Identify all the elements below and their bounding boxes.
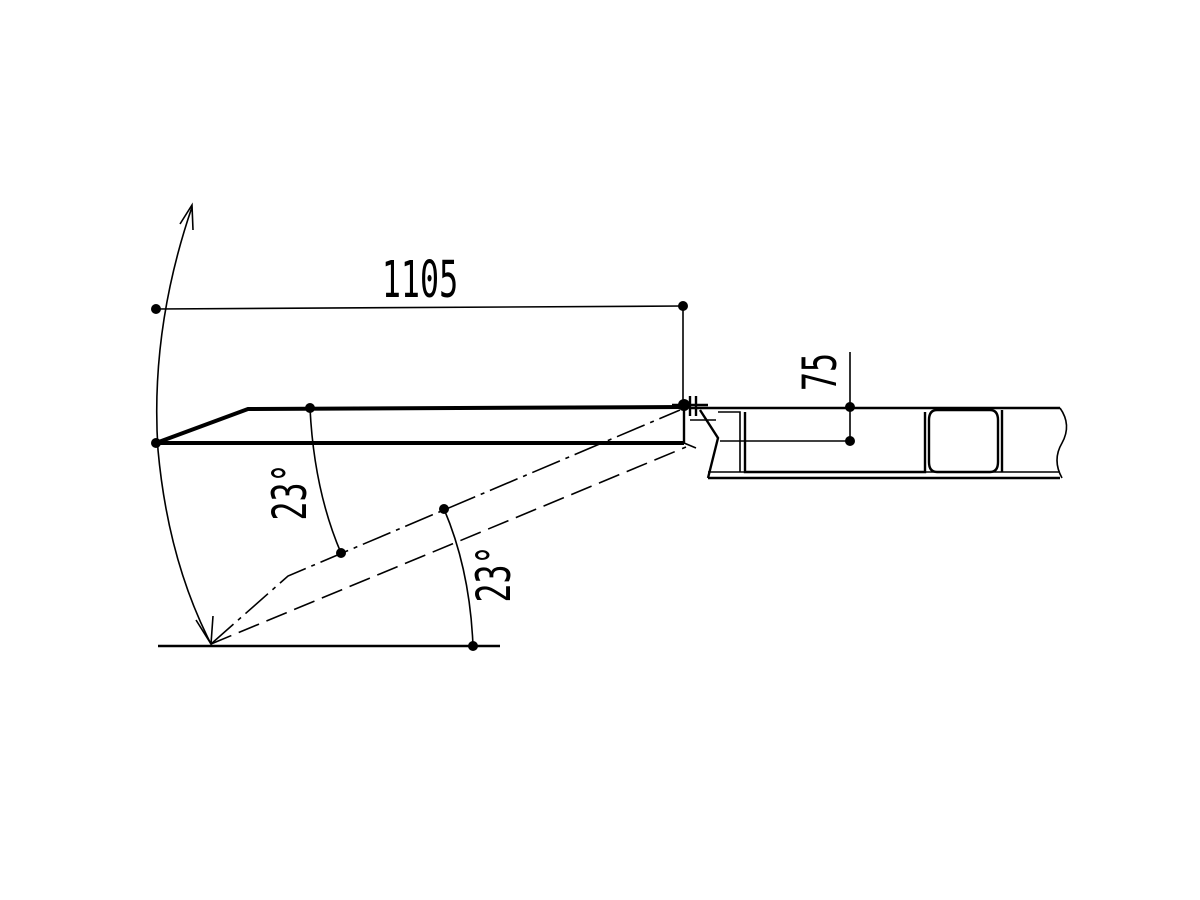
angle-lower: 23° (439, 504, 522, 651)
dim-length-label: 1105 (382, 250, 458, 309)
deck-break-line (1056, 407, 1068, 479)
dim-length-end-left (151, 304, 161, 314)
deck-rib-2 (743, 412, 927, 474)
dim-length-end-right (678, 301, 688, 311)
dim-length-line (155, 305, 684, 310)
dim-height-end-bottom (845, 436, 855, 446)
hinge-detail (683, 419, 716, 449)
angle-upper-label: 23° (264, 464, 318, 521)
dim-height-end-top (845, 402, 855, 412)
dimension-height: 75 (794, 352, 855, 446)
lowered-ramp-lower (210, 446, 687, 645)
angle-upper-end-top (305, 403, 315, 413)
ramp-top-edge (155, 405, 686, 445)
pivot-point (151, 438, 161, 448)
lowered-ramp-upper (210, 409, 681, 645)
dim-height-label: 75 (794, 353, 848, 391)
angle-lower-end-top (439, 504, 449, 514)
angle-upper-arc (309, 407, 342, 554)
deck-left-bevel (698, 409, 720, 479)
lowered-ramp (158, 409, 687, 648)
dimension-length: 1105 (151, 250, 688, 403)
arrow-up-icon (179, 202, 194, 231)
angle-lower-arc (443, 508, 474, 647)
hinge (672, 396, 716, 449)
angle-lower-end-bottom (468, 641, 478, 651)
hinge-mark (672, 396, 708, 416)
deck-section (690, 406, 1068, 480)
deck-rounded-cell (927, 408, 1000, 474)
swing-arc-path (155, 206, 212, 645)
angle-lower-label: 23° (468, 546, 522, 603)
ramp-plate (155, 405, 686, 445)
angle-upper: 23° (264, 403, 346, 558)
angle-upper-end-bottom (336, 548, 346, 558)
deck-rib-1 (718, 411, 741, 472)
